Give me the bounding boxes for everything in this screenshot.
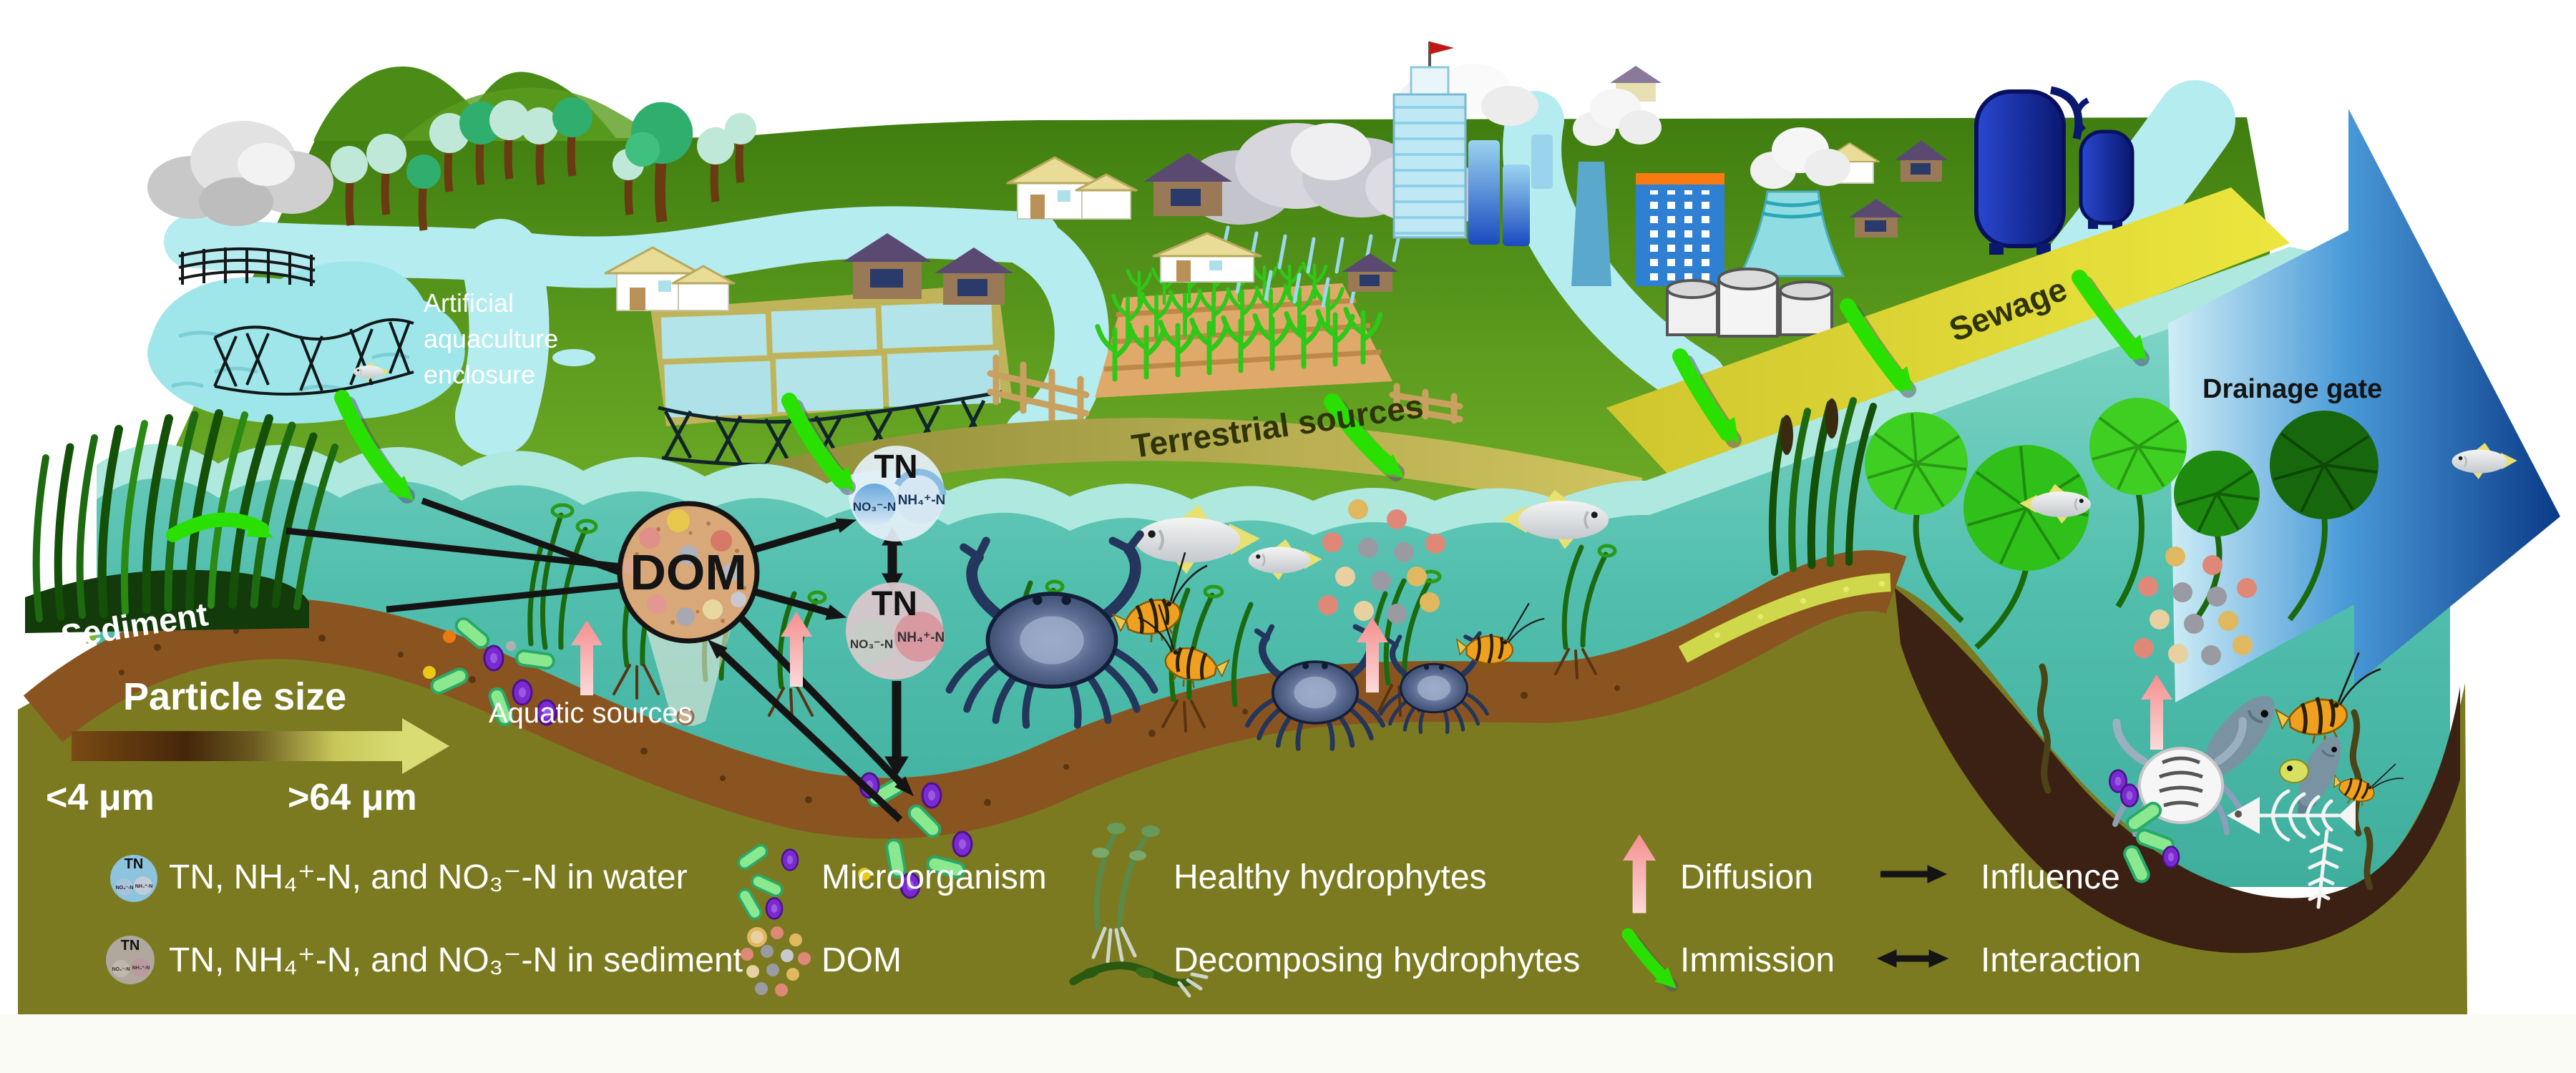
legend-decomposing-hydrophytes-label: Decomposing hydrophytes [1174,941,1580,979]
legend-influence-icon [1880,865,1948,883]
drainage-outflow-arrow [2168,109,2560,702]
tn-water-no3: NO₃⁻-N [853,500,896,514]
factory [1571,89,1850,338]
legend-dom-icon [741,926,811,996]
tn-sediment-nh4: NH₄⁺-N [897,630,945,645]
svg-text:NO₃⁻-N: NO₃⁻-N [116,886,134,891]
microorganism-cluster [858,772,973,899]
microorganism-cluster [423,614,557,728]
sewage-tanks-icon [1974,86,2135,255]
legend: TN NO₃⁻-N NH₄⁺-N TN, NH₄⁺-N, and NO₃⁻-N … [106,823,2141,998]
house-icon [1006,156,1138,220]
aquaculture-pond [147,247,465,424]
legend-interaction-label: Interaction [1981,941,2141,979]
legend-tn-sediment-icon: TN NO₃⁻-N NH₄⁺-N [106,936,155,984]
legend-diffusion-label: Diffusion [1680,858,1813,896]
lotus-leaf-icon [1865,398,2379,571]
legend-healthy-hydrophytes-label: Healthy hydrophytes [1174,858,1487,896]
house-icon [1342,253,1398,292]
fish-skeleton-icon [2227,789,2356,909]
legend-influence-label: Influence [1981,858,2120,896]
svg-text:TN: TN [125,856,144,872]
legend-immission-icon [1621,928,1679,992]
particle-min-label: <4 μm [46,777,155,818]
svg-text:NH₄⁺-N: NH₄⁺-N [135,884,153,889]
city-buildings [1392,41,1553,246]
tower-icon [1468,140,1500,245]
glass-tower-icon [1392,93,1467,239]
legend-tn-sediment-label: TN, NH₄⁺-N, and NO₃⁻-N in sediment [169,941,743,979]
immission-arrows [166,270,2147,542]
influence-arrows [286,497,914,823]
plant-roots [613,648,1597,733]
mound-grass-cap [1678,573,1891,663]
tn-water-nh4: NH₄⁺-N [898,493,946,508]
svg-text:TN: TN [121,938,140,954]
snail-shell-icon [676,707,695,726]
tn-water-circle: TN NO₃⁻-N NH₄⁺-N [849,446,947,542]
artificial-aquaculture-label: enclosure [424,360,535,389]
legend-microorganism-label: Microorganism [821,858,1047,896]
tn-sediment-circle: TN NO₃⁻-N NH₄⁺-N [846,582,945,680]
particle-size-label: Particle size [123,675,346,718]
tn-sediment-title: TN [872,585,917,623]
legend-interaction-icon [1876,949,1949,968]
dead-yellow-fish-icon [2279,759,2309,783]
artificial-aquaculture-label: aquaculture [424,324,558,353]
house-icon [1152,232,1262,283]
deep-basin [1895,588,2460,954]
drainage-gate-label: Drainage gate [2202,374,2382,404]
reed-grass-mound [1768,397,1877,576]
reed-grass-left [25,409,338,633]
sediment-brown-band [23,550,1907,839]
trees [331,97,756,230]
aquaculture-grid-ponds [650,283,1013,426]
svg-text:NO₃⁻-N: NO₃⁻-N [112,967,130,972]
sediment-block [18,550,2467,1014]
tower-icon [1503,165,1530,246]
terrestrial-shore-band [755,418,1642,522]
tn-sediment-no3: NO₃⁻-N [850,637,893,651]
legend-dom-label: DOM [821,941,902,979]
tn-water-title: TN [874,448,917,485]
legend-decomposing-hydrophytes-icon [1069,961,1209,998]
wooden-fence-icon [987,354,1463,430]
olive-sediment [18,580,2467,1014]
net-fence-icon [178,247,316,286]
net-fence-icon [213,318,414,396]
particle-size-arrow [72,718,449,774]
cornfield [1095,263,1392,398]
smokestack-icon [1571,162,1611,286]
house-icon [843,233,932,299]
bottom-margin [0,1014,2576,1073]
legend-tn-water-icon: TN NO₃⁻-N NH₄⁺-N [110,855,157,902]
particle-max-label: >64 μm [288,777,417,818]
aquatic-sources-label: Aquatic sources [489,697,693,729]
legend-immission-label: Immission [1680,941,1835,979]
cloud-icon [147,121,333,226]
sewage-band [1606,187,2290,483]
artificial-aquaculture-label: Artificial [424,288,514,318]
dom-circle: DOM [617,501,760,644]
dom-label: DOM [630,544,746,600]
house-icon [1143,153,1232,216]
legend-healthy-hydrophytes-icon [1091,823,1160,964]
house-icon [604,246,736,311]
svg-text:NH₄⁺-N: NH₄⁺-N [132,966,150,971]
house-icon [1849,199,1903,237]
flag-icon [1430,41,1454,54]
storage-tanks-icon [1666,268,1833,338]
mound-cap-speckles [1714,581,1885,638]
legend-tn-water-label: TN, NH₄⁺-N, and NO₃⁻-N in water [169,858,688,896]
lotus-plants [1865,398,2379,650]
house-icon [1895,140,1948,182]
house-icon [935,248,1013,305]
tower-icon [1531,134,1553,189]
